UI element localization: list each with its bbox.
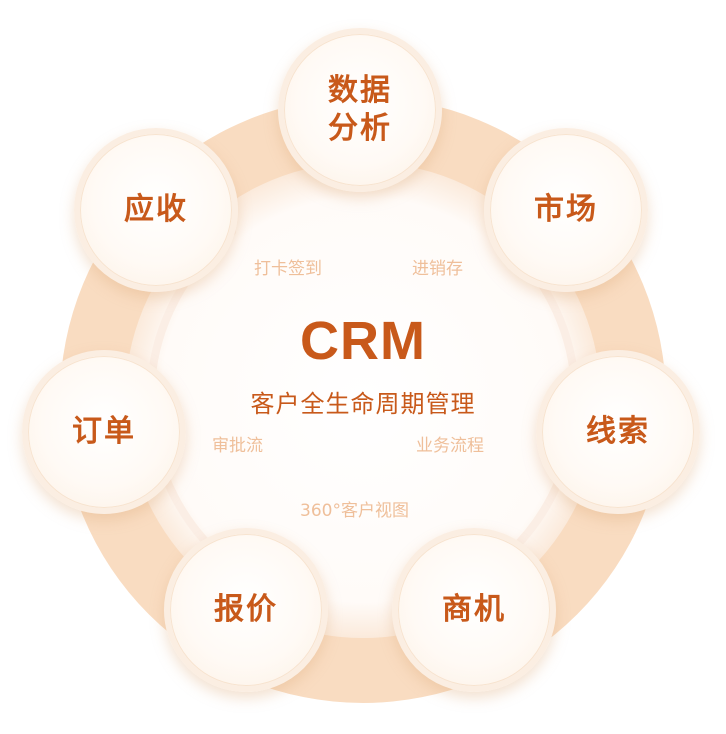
feature-business-process: 业务流程 [416, 436, 484, 456]
node-quote-label: 报价 [214, 592, 278, 627]
node-order-label: 订单 [72, 414, 136, 449]
node-data-analysis[interactable]: 数据 分析 [278, 28, 442, 192]
node-data-analysis-label: 数据 分析 [328, 73, 392, 146]
center-title: CRM [300, 311, 426, 371]
center-subtitle: 客户全生命周期管理 [250, 390, 476, 418]
node-opportunity[interactable]: 商机 [392, 528, 556, 692]
node-receivable[interactable]: 应收 [74, 128, 238, 292]
feature-approval: 审批流 [212, 436, 263, 456]
feature-inventory: 进销存 [412, 259, 463, 279]
inner-disc [125, 162, 601, 638]
node-leads[interactable]: 线索 [536, 350, 700, 514]
node-opportunity-label: 商机 [442, 592, 506, 627]
feature-customer-view: 360°客户视图 [300, 501, 409, 521]
feature-checkin: 打卡签到 [254, 259, 322, 279]
node-leads-label: 线索 [586, 414, 650, 449]
node-order[interactable]: 订单 [22, 350, 186, 514]
node-quote[interactable]: 报价 [164, 528, 328, 692]
node-market-label: 市场 [534, 192, 598, 227]
node-market[interactable]: 市场 [484, 128, 648, 292]
node-receivable-label: 应收 [124, 192, 188, 227]
